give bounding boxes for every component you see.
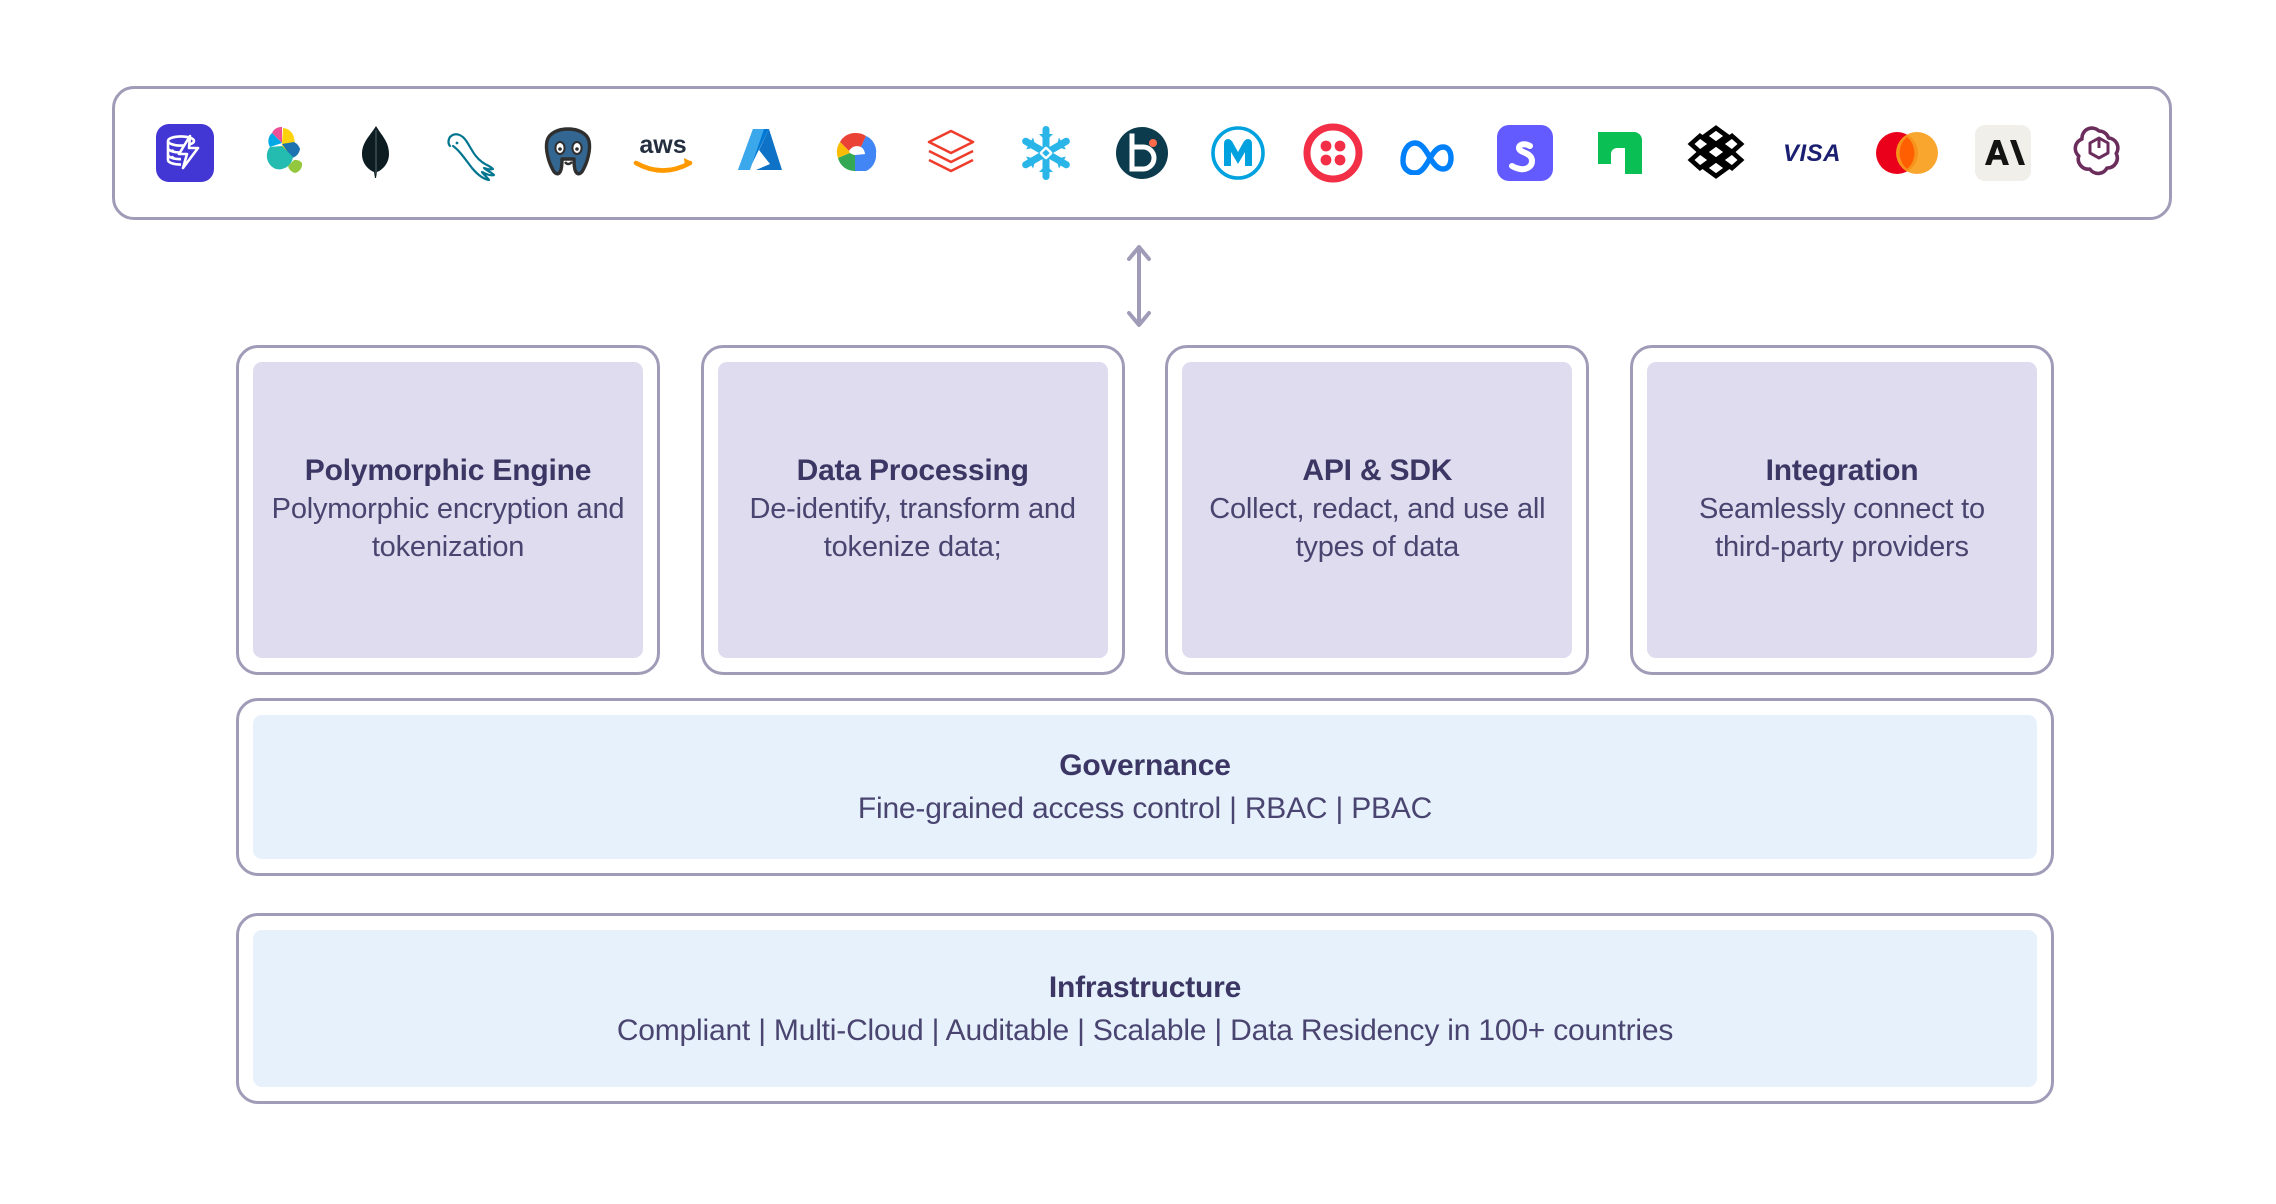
azure-icon <box>717 111 801 195</box>
aws-icon: aws <box>621 111 705 195</box>
mysql-icon <box>430 111 514 195</box>
integrations-logo-bar: aws <box>112 86 2172 220</box>
bidirectional-arrow-icon <box>1122 240 1156 332</box>
google-cloud-icon <box>813 111 897 195</box>
infrastructure-inner: Infrastructure Compliant | Multi-Cloud |… <box>253 930 2037 1087</box>
card-integration: Integration Seamlessly connect to third-… <box>1629 345 2054 675</box>
meta-icon <box>1387 111 1471 195</box>
adyen-icon <box>1578 111 1662 195</box>
infrastructure-description: Compliant | Multi-Cloud | Auditable | Sc… <box>616 1013 1674 1047</box>
governance-description: Fine-grained access control | RBAC | PBA… <box>857 792 1433 825</box>
card-polymorphic-engine: Polymorphic Engine Polymorphic encryptio… <box>236 345 660 675</box>
marqeta-icon <box>1674 111 1758 195</box>
infrastructure-bar: Infrastructure Compliant | Multi-Cloud |… <box>236 913 2054 1104</box>
snowflake-icon <box>1004 111 1088 195</box>
mulesoft-icon <box>1196 111 1280 195</box>
braze-icon <box>1100 111 1184 195</box>
card-inner: Data Processing De-identify, transform a… <box>717 362 1108 658</box>
card-title: API & SDK <box>1302 454 1453 488</box>
mongodb-icon <box>334 111 418 195</box>
stripe-icon <box>1483 111 1567 195</box>
elastic-icon <box>239 111 323 195</box>
card-inner: API & SDK Collect, redact, and use all t… <box>1182 362 1573 658</box>
governance-bar: Governance Fine-grained access control |… <box>236 698 2054 876</box>
skyflow-icon <box>143 111 227 195</box>
svg-text:aws: aws <box>640 131 687 159</box>
visa-icon: VISA <box>1770 111 1854 195</box>
governance-title: Governance <box>1059 749 1231 782</box>
card-description: Polymorphic encryption and tokenization <box>271 493 625 564</box>
card-inner: Integration Seamlessly connect to third-… <box>1646 362 2037 658</box>
databricks-icon <box>909 111 993 195</box>
governance-inner: Governance Fine-grained access control |… <box>253 715 2037 859</box>
card-description: De-identify, transform and tokenize data… <box>749 493 1076 564</box>
card-api-sdk: API & SDK Collect, redact, and use all t… <box>1165 345 1590 675</box>
svg-text:VISA: VISA <box>1783 140 1841 167</box>
postgresql-icon <box>526 111 610 195</box>
card-description: Collect, redact, and use all types of da… <box>1209 493 1546 564</box>
mastercard-icon <box>1865 111 1949 195</box>
anthropic-icon <box>1961 111 2045 195</box>
openai-icon <box>2057 111 2141 195</box>
feature-cards-row: Polymorphic Engine Polymorphic encryptio… <box>236 345 2054 675</box>
card-title: Data Processing <box>796 454 1029 488</box>
card-data-processing: Data Processing De-identify, transform a… <box>700 345 1125 675</box>
twilio-icon <box>1291 111 1375 195</box>
card-title: Polymorphic Engine <box>304 454 592 488</box>
card-description: Seamlessly connect to third-party provid… <box>1698 493 1985 564</box>
card-inner: Polymorphic Engine Polymorphic encryptio… <box>253 362 643 658</box>
infrastructure-title: Infrastructure <box>1048 970 1242 1004</box>
card-title: Integration <box>1765 454 1919 488</box>
